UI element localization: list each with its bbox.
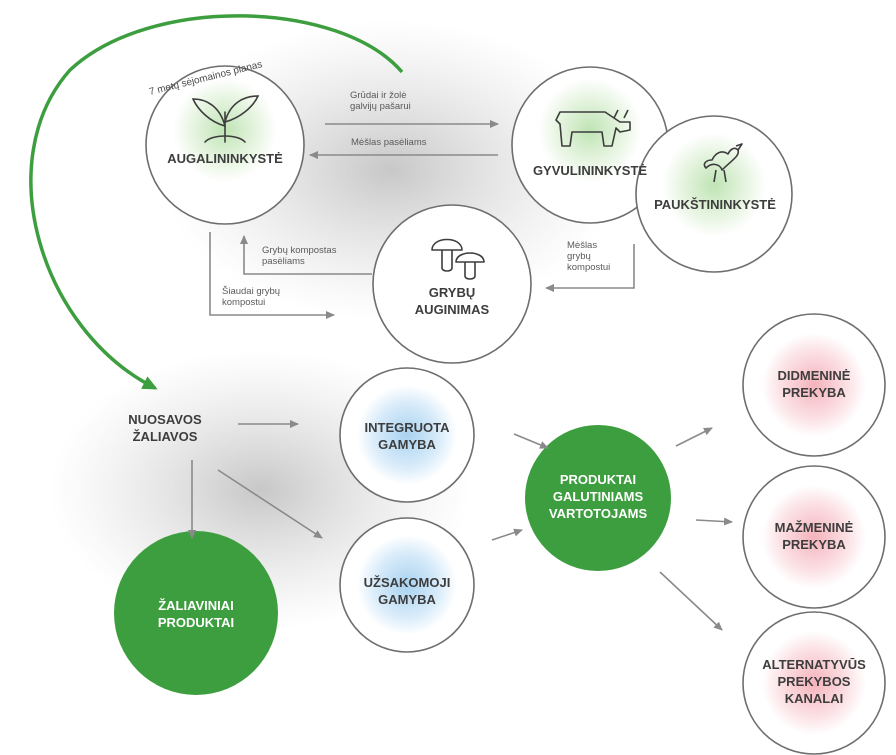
custom-label: UŽSAKOMOJI GAMYBA bbox=[363, 575, 451, 607]
arrow-mushroom-to-crop bbox=[240, 235, 372, 275]
custom-circle-glow bbox=[357, 535, 457, 635]
arrow-final-to-alternative bbox=[659, 571, 723, 631]
poultry-circle-glow bbox=[662, 133, 766, 237]
final-products-circle bbox=[525, 425, 671, 571]
retail-label: MAŽMENINĖ PREKYBA bbox=[774, 520, 854, 552]
raw-products-label: ŽALIAVINIAI PRODUKTAI bbox=[157, 598, 235, 630]
arrow-final-to-retail bbox=[695, 517, 733, 526]
livestock-label: GYVULININKYSTĖ bbox=[532, 163, 648, 178]
arrow-final-to-wholesale bbox=[675, 427, 713, 447]
mushroom-compost-label: Grybų kompostas pasėliams bbox=[262, 245, 337, 267]
wholesale-label: DIDMENINĖ PREKYBA bbox=[777, 368, 851, 400]
arrow-integrated-to-final bbox=[513, 433, 549, 449]
mushroom-label: GRYBŲ AUGINIMAS bbox=[414, 285, 490, 317]
arrow-raw-to-custom bbox=[217, 469, 323, 539]
manure-to-compost-label: Mėšlas grybų kompostui bbox=[567, 240, 611, 273]
arrow-crop-to-mushroom bbox=[209, 232, 335, 319]
arrow-custom-to-final bbox=[491, 528, 523, 541]
mushroom-icon bbox=[431, 238, 485, 280]
straw-to-compost-label: Šiaudai grybų kompostui bbox=[222, 286, 281, 308]
poultry-label: PAUKŠTININKYSTĖ bbox=[654, 197, 776, 212]
raw-products-circle bbox=[114, 531, 278, 695]
livestock-circle-glow bbox=[538, 78, 642, 182]
arrow-livestock-to-mushroom bbox=[545, 244, 635, 292]
chicken-icon bbox=[703, 143, 743, 183]
wholesale-circle-glow bbox=[762, 333, 866, 437]
own-raw-label: NUOSAVOS ŽALIAVOS bbox=[128, 412, 202, 444]
retail-circle-glow bbox=[762, 485, 866, 589]
alternative-circle-glow bbox=[762, 631, 866, 735]
cow-icon bbox=[555, 109, 631, 147]
crop-label: AUGALININKYSTĖ bbox=[167, 151, 283, 166]
final-products-label: PRODUKTAI GALUTINIAMS VARTOTOJAMS bbox=[548, 472, 648, 521]
integrated-circle-glow bbox=[357, 385, 457, 485]
grain-to-livestock-label: Grūdai ir žolė galvijų pašarui bbox=[350, 90, 411, 112]
rotation-arrow bbox=[29, 14, 404, 390]
mushroom-circle bbox=[372, 204, 532, 364]
alternative-label: ALTERNATYVŪS PREKYBOS KANALAI bbox=[762, 657, 866, 706]
plant-icon bbox=[191, 95, 260, 143]
manure-to-fields-label: Mėšlas pasėliams bbox=[351, 137, 427, 148]
integrated-label: INTEGRUOTA GAMYBA bbox=[364, 420, 450, 452]
